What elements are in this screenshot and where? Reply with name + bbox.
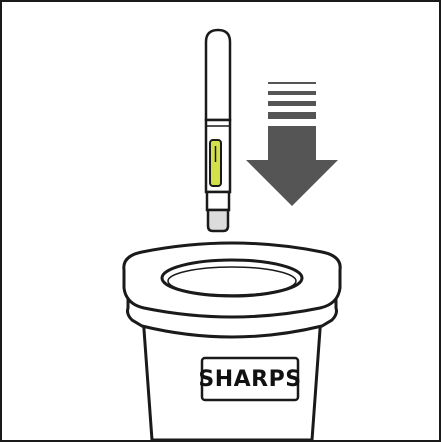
pen-tip bbox=[208, 210, 228, 231]
pen-collar bbox=[207, 192, 229, 210]
sharps-container: SHARPS bbox=[124, 243, 340, 440]
sharps-label-text: SHARPS bbox=[198, 367, 301, 392]
pen-upper-body bbox=[206, 30, 230, 120]
injection-pen bbox=[206, 30, 230, 231]
down-arrow-icon bbox=[246, 82, 338, 206]
